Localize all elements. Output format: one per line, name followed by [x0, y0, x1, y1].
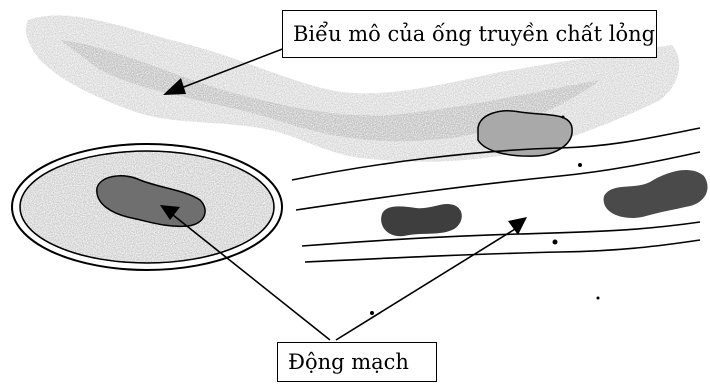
speck: [370, 311, 374, 315]
speck: [553, 240, 558, 245]
speck: [562, 116, 565, 119]
label-epithelium: Biểu mô của ống truyền chất lỏng: [282, 10, 657, 58]
speck: [597, 297, 600, 300]
speck: [578, 163, 582, 167]
arrow-line-artery-vessel: [336, 226, 520, 340]
label-artery: Động mạch: [277, 342, 437, 382]
artery-longitudinal-left: [381, 204, 462, 236]
vessel-wall-bottom-outer: [305, 240, 700, 262]
artery-longitudinal-right: [604, 170, 708, 218]
vessel-wall-bottom-inner: [302, 222, 700, 246]
